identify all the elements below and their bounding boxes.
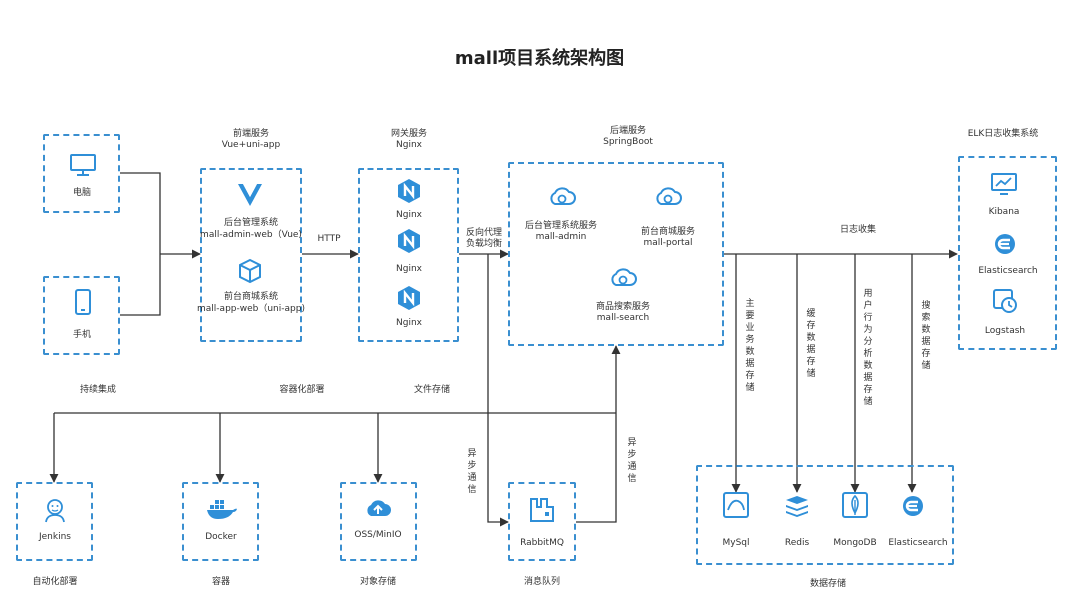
container-deploy-label: 容器化部署: [279, 385, 325, 395]
rabbitmq-label: RabbitMQ: [520, 538, 564, 548]
gateway-caption-1: 网关服务: [390, 129, 428, 139]
cube-icon: [239, 258, 261, 284]
async-label-left: 异步通信: [467, 449, 477, 495]
docker-icon: [207, 500, 237, 519]
proxy-label-2: 负载均衡: [465, 239, 503, 249]
admin-service-label-2: mall-admin: [535, 232, 587, 242]
ci-label: 持续集成: [79, 385, 117, 395]
mysql-icon: [723, 492, 749, 518]
oss-box: [340, 482, 417, 561]
log-collect-label: 日志收集: [839, 225, 877, 235]
oss-caption: 对象存储: [359, 577, 397, 587]
app-web-label-1: 前台商城系统: [223, 292, 279, 302]
portal-service-label-2: mall-portal: [643, 238, 693, 248]
docker-caption: 容器: [211, 577, 231, 587]
async-label-right: 异步通信: [627, 438, 637, 484]
backend-caption-2: SpringBoot: [603, 137, 653, 147]
gateway-caption-2: Nginx: [396, 140, 422, 150]
elastic-icon: [903, 496, 923, 516]
monitor-chart-icon: [991, 173, 1017, 195]
elk-box: [958, 156, 1057, 350]
backend-caption-1: 后端服务: [609, 126, 647, 136]
elk-caption: ELK日志收集系统: [967, 129, 1039, 139]
nginx-icon: [398, 179, 420, 203]
frontend-caption-2: Vue+uni-app: [221, 140, 281, 150]
jenkins-box: [16, 482, 93, 561]
admin-web-label-1: 后台管理系统: [223, 218, 279, 228]
phone-icon: [75, 289, 91, 315]
logstash-icon: [993, 289, 1017, 313]
frontend-box: [200, 168, 302, 342]
http-label: HTTP: [317, 234, 341, 244]
cloud-service-icon: [550, 187, 576, 205]
nginx-label-2: Nginx: [396, 264, 422, 274]
rabbitmq-icon: [530, 498, 554, 522]
elasticsearch-elk-label: Elasticsearch: [978, 266, 1038, 276]
admin-service-label-1: 后台管理系统服务: [524, 221, 598, 231]
logstash-label: Logstash: [984, 326, 1026, 336]
nginx-icon: [398, 229, 420, 253]
pc-client-box: [43, 134, 120, 213]
monitor-icon: [70, 154, 96, 176]
phone-label: 手机: [72, 330, 92, 340]
mongodb-icon: [842, 492, 868, 518]
cloud-service-icon: [611, 268, 637, 286]
rabbitmq-box: [508, 482, 576, 561]
vue-icon: [238, 184, 262, 206]
elastic-icon: [995, 234, 1015, 254]
jenkins-icon: [45, 499, 65, 523]
portal-service-label-1: 前台商城服务: [640, 227, 696, 237]
oss-label: OSS/MinIO: [354, 530, 402, 540]
gateway-box: [358, 168, 459, 342]
frontend-caption-1: 前端服务: [232, 129, 270, 139]
mongodb-label: MongoDB: [833, 538, 877, 548]
phone-client-box: [43, 276, 120, 355]
backend-box: [508, 162, 724, 346]
mysql-label: MySql: [722, 538, 750, 548]
proxy-label-1: 反向代理: [465, 228, 503, 238]
docker-label: Docker: [205, 532, 237, 542]
data-storage-caption: 数据存储: [809, 579, 847, 589]
jenkins-caption: 自动化部署: [32, 577, 78, 587]
diagram-title: mall项目系统架构图: [454, 48, 625, 69]
file-storage-label: 文件存储: [413, 385, 451, 395]
admin-web-label-2: mall-admin-web（Vue): [200, 230, 302, 240]
search-service-label-1: 商品搜索服务: [595, 302, 651, 312]
nginx-label-3: Nginx: [396, 318, 422, 328]
nginx-icon: [398, 286, 420, 310]
jenkins-label: Jenkins: [38, 532, 72, 542]
nginx-label-1: Nginx: [396, 210, 422, 220]
elasticsearch-db-label: Elasticsearch: [888, 538, 948, 548]
search-service-label-2: mall-search: [596, 313, 650, 323]
pc-label: 电脑: [72, 188, 92, 198]
docker-box: [182, 482, 259, 561]
cloud-service-icon: [656, 187, 682, 205]
flow-label-redis: 缓存数据存储: [806, 309, 816, 379]
data-storage-box: [696, 465, 954, 565]
redis-icon: [786, 496, 808, 517]
flow-label-elasticsearch: 搜索数据存储: [921, 301, 931, 371]
redis-label: Redis: [784, 538, 810, 548]
flow-label-mongodb: 用户行为分析数据存储: [863, 289, 873, 407]
cloud-upload-icon: [367, 500, 391, 516]
app-web-label-2: mall-app-web（uni-app): [197, 304, 305, 314]
kibana-label: Kibana: [988, 207, 1020, 217]
rabbitmq-caption: 消息队列: [523, 577, 561, 587]
flow-label-mysql: 主要业务数据存储: [745, 299, 755, 393]
